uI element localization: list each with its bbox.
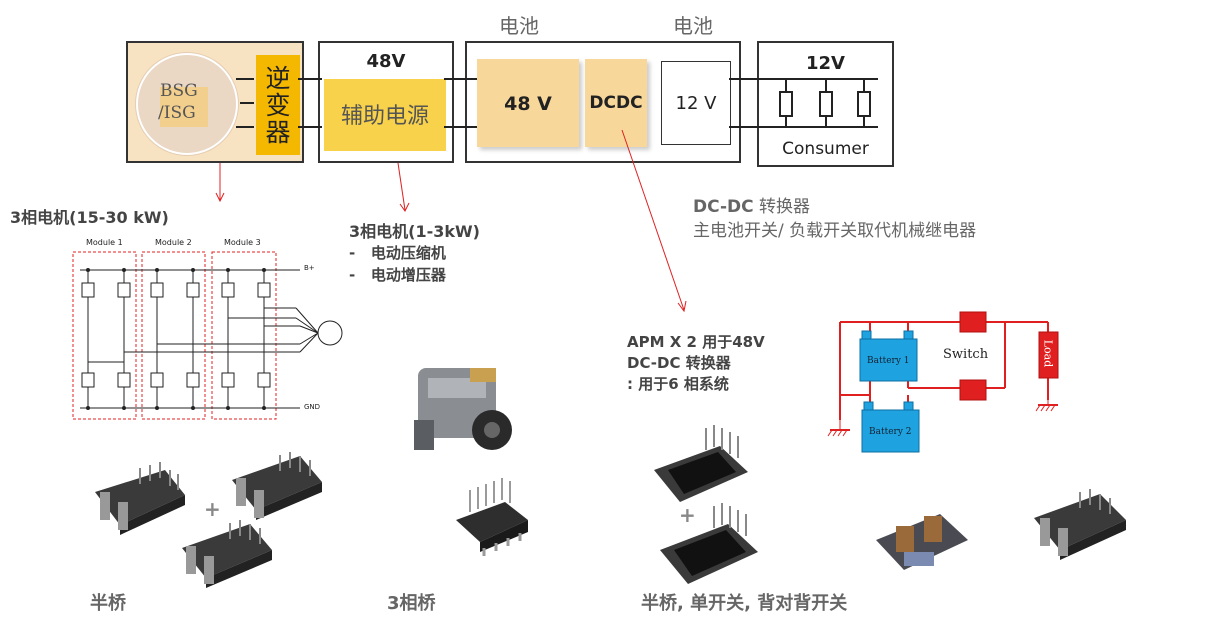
battery-12v-box <box>661 61 731 145</box>
dcdc-annotation-rest: 转换器 <box>753 197 811 217</box>
module-2-label: Module 2 <box>155 238 192 247</box>
engine-image <box>414 368 512 450</box>
caption-half-bridge: 半桥 <box>90 593 126 614</box>
motor-left-annotation: 3相电机(15-30 kW) <box>10 208 169 227</box>
apm-line-1: APM X 2 用于48V <box>627 333 765 351</box>
caption-three-phase: 3相桥 <box>387 593 436 614</box>
dcdc-annotation-bold: DC-DC <box>693 197 754 217</box>
half-bridge-module-1 <box>95 462 185 535</box>
motor-right-item-2: - 电动增压器 <box>349 266 446 284</box>
back-to-back-switch-image <box>876 514 968 570</box>
inverter-label: 逆变器 <box>265 64 291 147</box>
apm-line-2: DC-DC 转换器 <box>627 354 731 372</box>
bplus-label: B+ <box>304 264 315 272</box>
battery-48v-label: 48 V <box>504 93 552 115</box>
dcdc-annotation-title: DC-DC 转换器 <box>693 192 810 217</box>
inverter-block <box>256 55 300 155</box>
battery-dcdc-block: 48 V DCDC 12 V <box>465 41 741 163</box>
bsg-label: BSG <box>160 81 198 101</box>
half-bridge-module-2 <box>232 452 322 520</box>
motor-block: BSG /ISG 逆变器 <box>126 41 304 163</box>
motor-right-title: 3相电机(1-3kW) <box>349 222 480 241</box>
gnd-label: GND <box>304 403 321 411</box>
consumer-label: Consumer <box>782 139 869 159</box>
three-phase-module-image <box>456 478 528 556</box>
motor-right-item-1: - 电动压缩机 <box>349 244 446 262</box>
apm-module-1 <box>654 425 748 502</box>
apm-line-3: : 用于6 相系统 <box>627 375 729 393</box>
aux-power-box <box>324 79 446 151</box>
battery-1-label: Battery 1 <box>867 356 910 366</box>
switch-label: Switch <box>943 347 989 362</box>
module-3-label: Module 3 <box>224 238 261 247</box>
half-bridge-module-4 <box>1034 489 1126 560</box>
dcdc-label: DCDC <box>589 93 643 113</box>
aux-title: 辅助电源 <box>340 104 429 129</box>
consumer-block: 12V Consumer <box>757 41 894 167</box>
bsg-highlight <box>160 87 208 127</box>
plus-sign-2: + <box>679 503 696 527</box>
consumer-voltage: 12V <box>806 53 845 74</box>
aux-voltage: 48V <box>366 51 406 72</box>
plus-sign-1: + <box>204 497 221 521</box>
battery-2-label: Battery 2 <box>869 427 912 437</box>
module-1-label: Module 1 <box>86 238 123 247</box>
battery-label-right: 电池 <box>673 14 713 38</box>
dcdc-annotation-subtitle: 主电池开关/ 负载开关取代机械继电器 <box>693 221 977 241</box>
battery-label-left: 电池 <box>499 14 539 38</box>
apm-module-2 <box>660 503 758 584</box>
caption-switches: 半桥, 单开关, 背对背开关 <box>641 593 848 614</box>
half-bridge-module-3 <box>182 520 272 588</box>
isg-label: /ISG <box>158 103 196 123</box>
dcdc-box <box>585 59 647 147</box>
battery-48v-box <box>477 59 579 147</box>
aux-block: 48V 辅助电源 <box>318 41 454 163</box>
battery-12v-label: 12 V <box>675 93 717 114</box>
